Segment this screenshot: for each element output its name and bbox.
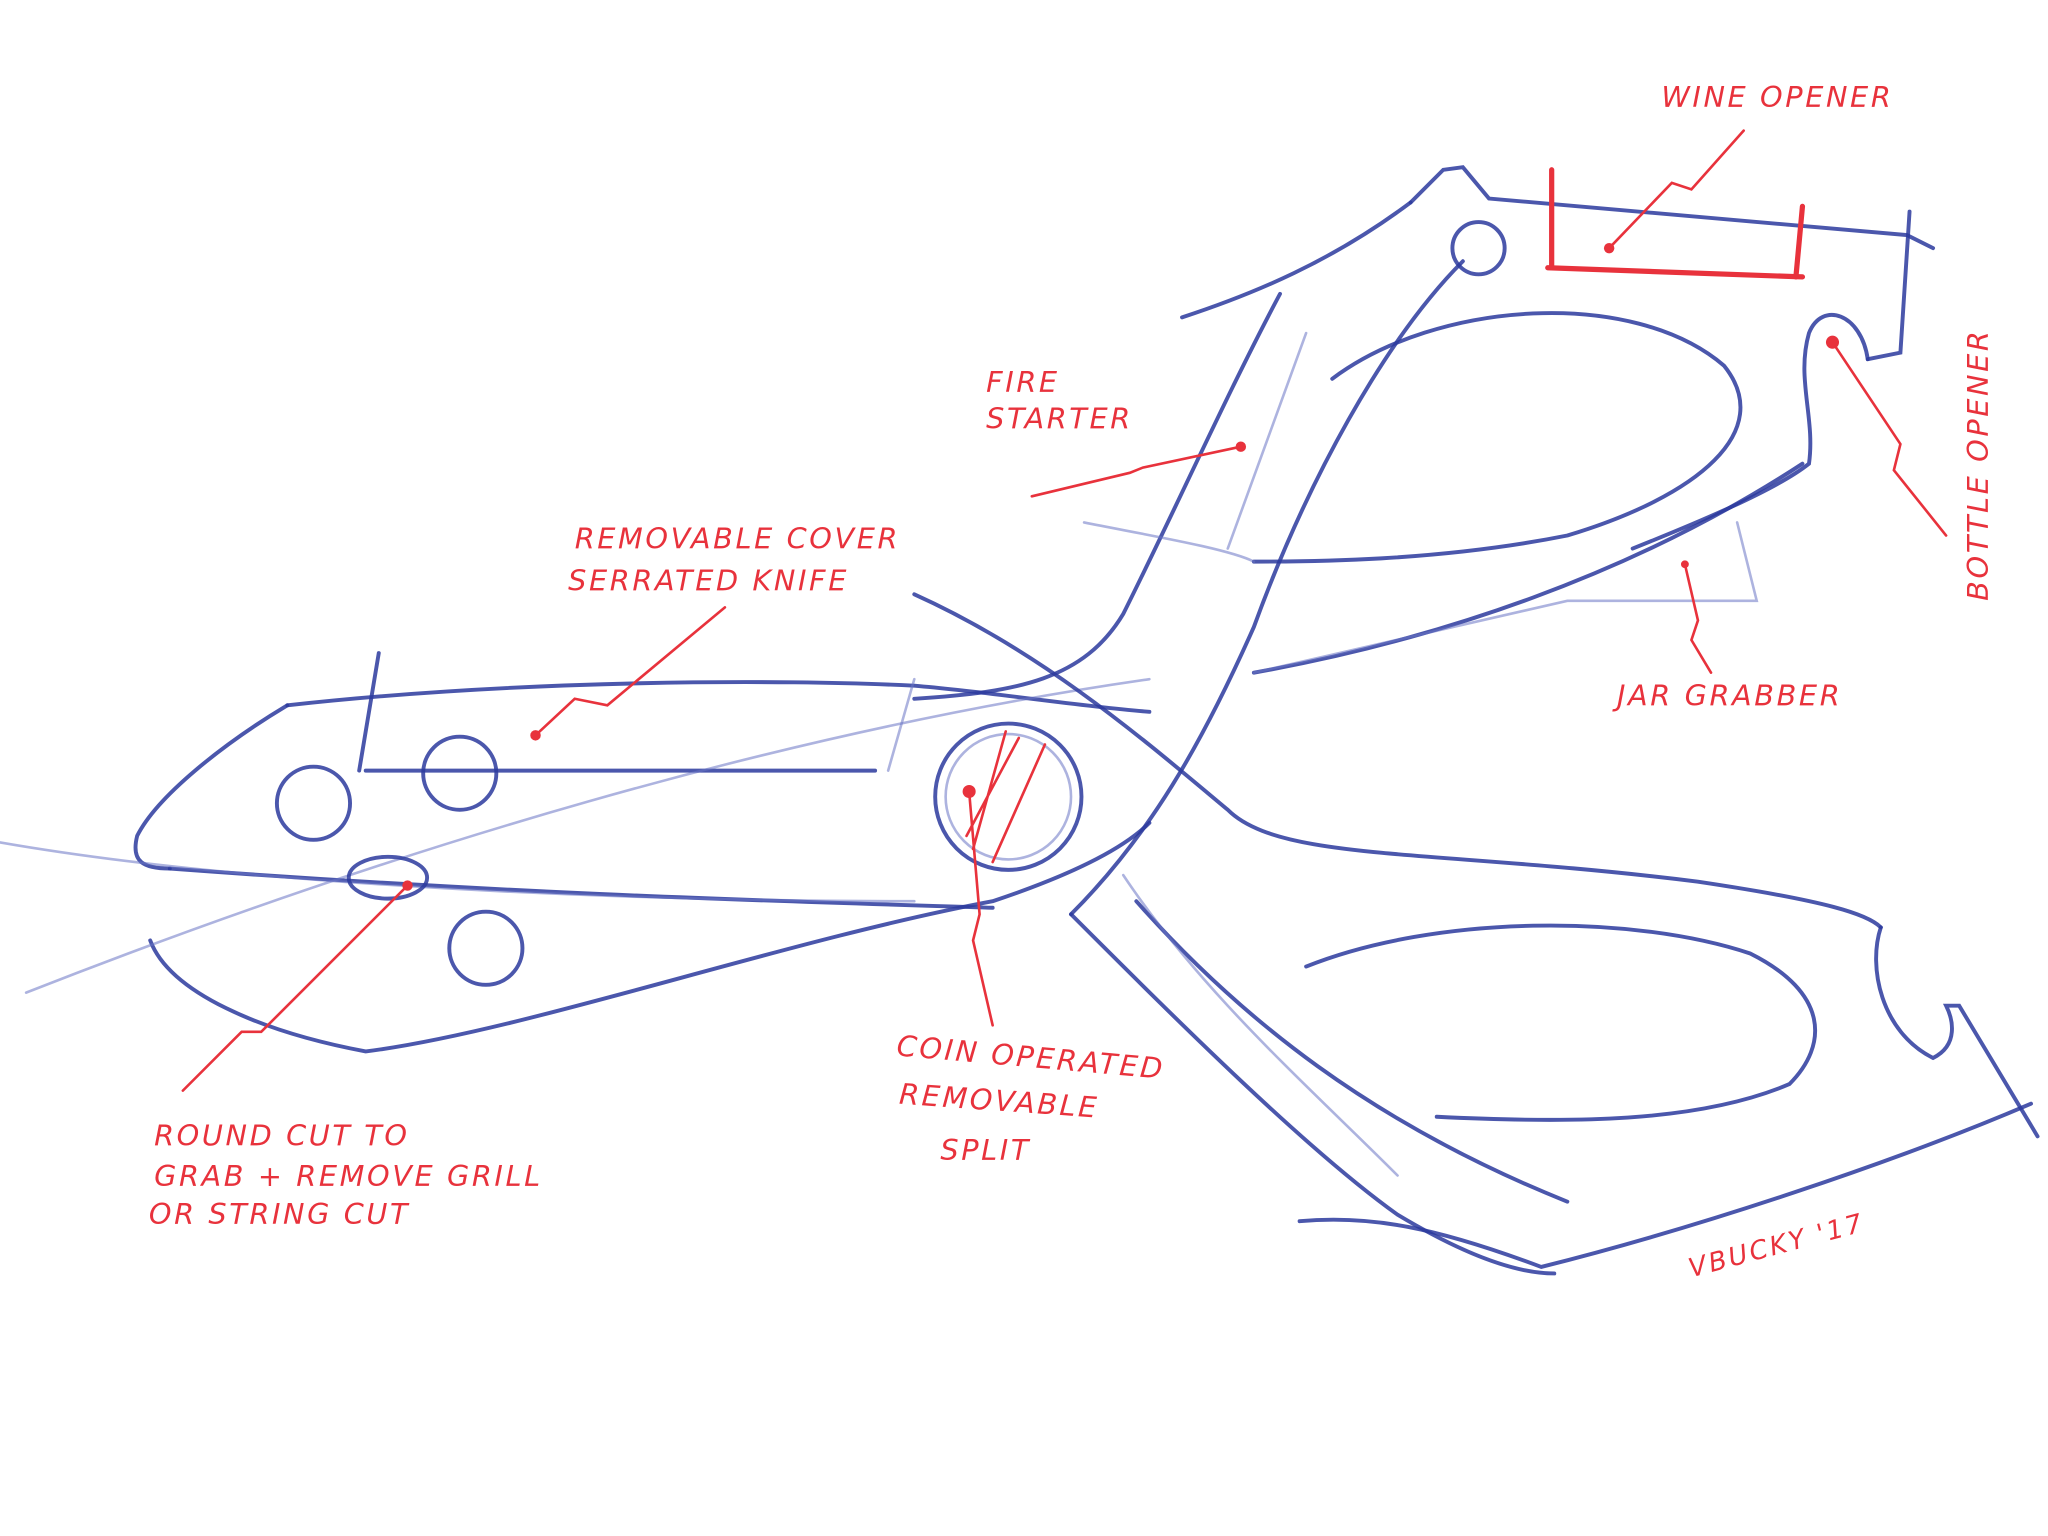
annotation-labels: WINE OPENER BOTTLE OPENER FIRE STARTER R… xyxy=(149,80,1995,1284)
label-split: SPLIT xyxy=(940,1133,1031,1167)
label-round-cut-1: ROUND CUT TO xyxy=(154,1118,410,1152)
label-fire-starter-2: STARTER xyxy=(986,401,1133,435)
label-removable-cover: REMOVABLE COVER xyxy=(575,522,900,556)
label-bottle-opener: BOTTLE OPENER xyxy=(1961,329,1995,601)
leader-lines xyxy=(181,129,1948,1092)
red-highlights xyxy=(965,167,1806,864)
label-round-cut-3: OR STRING CUT xyxy=(149,1197,410,1231)
label-coin-operated: COIN OPERATED xyxy=(895,1028,1166,1085)
label-round-cut-2: GRAB + REMOVE GRILL xyxy=(154,1159,543,1193)
label-serrated-knife: SERRATED KNIFE xyxy=(568,563,849,597)
label-removable: REMOVABLE xyxy=(898,1077,1100,1125)
tool-outline xyxy=(0,165,2040,1276)
label-wine-opener: WINE OPENER xyxy=(1661,80,1893,114)
label-jar-grabber: JAR GRABBER xyxy=(1612,678,1842,712)
label-fire-starter-1: FIRE xyxy=(986,365,1060,399)
